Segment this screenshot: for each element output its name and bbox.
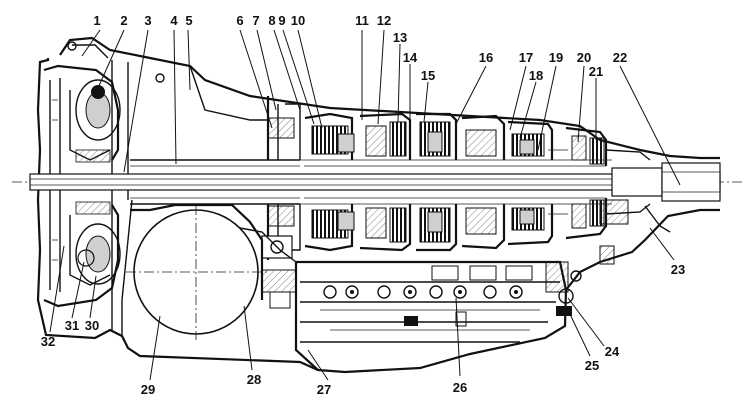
callout-7: 7 <box>252 13 259 28</box>
transmission-drawing <box>12 36 745 374</box>
callout-9: 9 <box>278 13 285 28</box>
callout-21: 21 <box>589 64 603 79</box>
callout-16: 16 <box>479 50 493 65</box>
callout-15: 15 <box>421 68 435 83</box>
callout-6: 6 <box>236 13 243 28</box>
main-shaft <box>29 159 721 205</box>
leader-lines <box>49 29 681 381</box>
callout-24: 24 <box>605 344 620 359</box>
callout-20: 20 <box>577 50 591 65</box>
callout-25: 25 <box>585 358 599 373</box>
callout-22: 22 <box>613 50 627 65</box>
callout-18: 18 <box>529 68 543 83</box>
callout-26: 26 <box>453 380 467 395</box>
callout-31: 31 <box>65 318 79 333</box>
callout-3: 3 <box>144 13 151 28</box>
callout-5: 5 <box>185 13 192 28</box>
callout-23: 23 <box>671 262 685 277</box>
callout-10: 10 <box>291 13 305 28</box>
callout-28: 28 <box>247 372 261 387</box>
callout-17: 17 <box>519 50 533 65</box>
callout-14: 14 <box>403 50 418 65</box>
callout-1: 1 <box>93 13 100 28</box>
callout-13: 13 <box>393 30 407 45</box>
callout-labels: 1 2 3 4 5 6 7 8 9 10 11 12 13 14 15 16 1… <box>41 13 685 397</box>
callout-12: 12 <box>377 13 391 28</box>
callout-27: 27 <box>317 382 331 397</box>
drive-gear <box>126 203 297 340</box>
callout-29: 29 <box>141 382 155 397</box>
callout-30: 30 <box>85 318 99 333</box>
callout-8: 8 <box>268 13 275 28</box>
callout-32: 32 <box>41 334 55 349</box>
callout-4: 4 <box>170 13 178 28</box>
callout-19: 19 <box>549 50 563 65</box>
callout-2: 2 <box>120 13 127 28</box>
valve-body <box>294 245 615 371</box>
callout-11: 11 <box>355 13 369 28</box>
oil-pump <box>261 96 301 260</box>
